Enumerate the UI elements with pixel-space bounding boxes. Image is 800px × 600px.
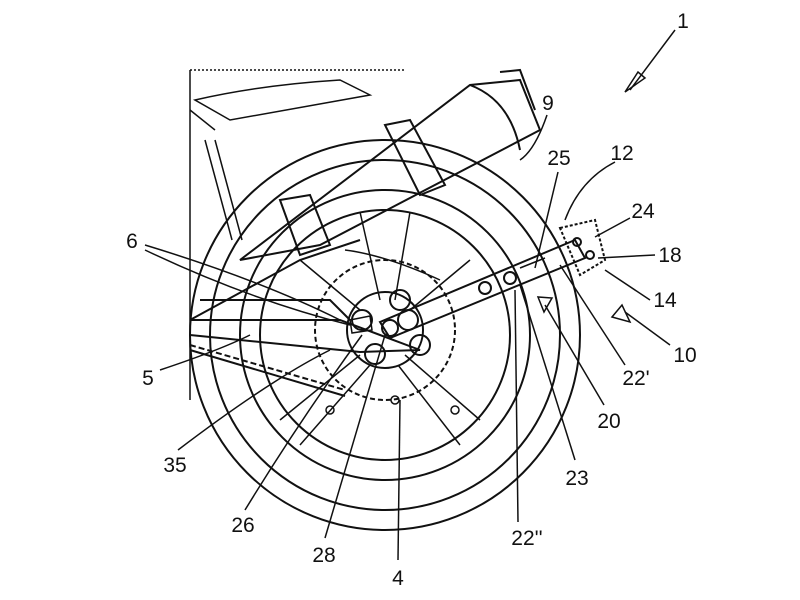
- label-12: 12: [610, 142, 633, 165]
- label-24: 24: [631, 200, 655, 223]
- label-22-double-prime: 22'': [511, 527, 542, 550]
- leader-lines: [144, 29, 676, 561]
- rear-wheel: [189, 139, 581, 531]
- label-20: 20: [597, 410, 620, 433]
- label-6: 6: [126, 230, 138, 253]
- label-35: 35: [163, 454, 186, 477]
- label-9: 9: [542, 92, 554, 115]
- label-18: 18: [658, 244, 681, 267]
- label-22-prime: 22': [622, 367, 649, 390]
- label-5: 5: [142, 367, 154, 390]
- label-1: 1: [677, 10, 689, 33]
- exhaust-muffler: [239, 68, 542, 261]
- lever-arm: [349, 218, 607, 340]
- label-25: 25: [547, 147, 570, 170]
- drive-chain: [189, 249, 441, 397]
- label-10: 10: [673, 344, 696, 367]
- label-4: 4: [392, 567, 404, 590]
- label-28: 28: [312, 544, 335, 567]
- label-26: 26: [231, 514, 254, 537]
- swingarm: [189, 239, 421, 354]
- frame-outline: [189, 69, 405, 400]
- label-14: 14: [653, 289, 677, 312]
- label-23: 23: [565, 467, 588, 490]
